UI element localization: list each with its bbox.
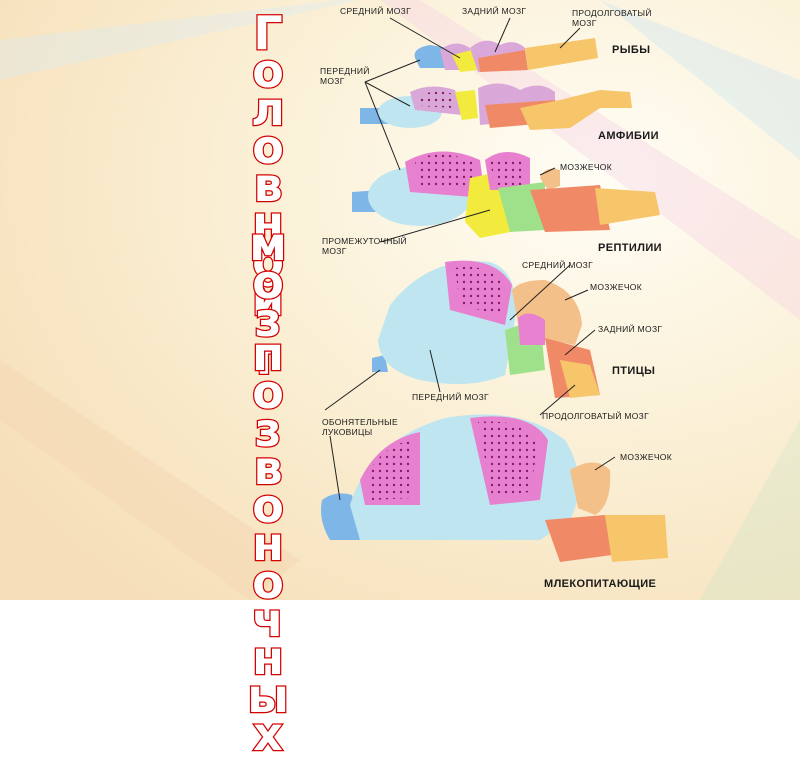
title-letter: ч [251,593,285,647]
class-fish: РЫБЫ [612,44,651,56]
brain-diagram [321,17,668,562]
title-letter: о [251,555,285,609]
label-olfactory-bulbs: ОБОНЯТЕЛЬНЫЕ ЛУКОВИЦЫ [322,417,398,437]
title-letter: в [252,158,284,212]
title-letter: о [251,44,285,98]
title-letter: в [252,441,284,495]
label-midbrain-bird: СРЕДНИЙ МОЗГ [522,260,593,270]
label-diencephalon: ПРОМЕЖУТОЧНЫЙ МОЗГ [322,236,407,256]
label-cerebellum-reptile: МОЗЖЕЧОК [560,162,612,172]
label-hindbrain-top: ЗАДНИЙ МОЗГ [462,6,527,16]
title-letter: н [251,631,285,685]
leader-lines [324,17,616,501]
brain-mammal [321,414,668,562]
title-letter: н [251,196,285,250]
class-amphibians: АМФИБИИ [598,130,659,142]
title-letter: л [250,82,286,136]
label-cerebellum-bird: МОЗЖЕЧОК [590,282,642,292]
title-letter: о [251,255,285,309]
class-birds: ПТИЦЫ [612,365,656,377]
title-letter: й [251,272,286,326]
label-forebrain-top: ПЕРЕДНИЙ МОЗГ [320,66,370,86]
label-hindbrain-bird: ЗАДНИЙ МОЗГ [598,324,663,334]
class-reptiles: РЕПТИЛИИ [598,242,662,254]
title-letter: о [251,479,285,533]
title-letter: о [251,120,285,174]
title-letter: м [248,217,288,271]
title-letter: г [255,331,282,385]
brain-amphibian [360,83,632,130]
title-letter: з [253,293,282,347]
label-cerebellum-mammal: МОЗЖЕЧОК [620,452,672,462]
class-mammals: МЛЕКОПИТАЮЩИЕ [544,578,657,590]
title-letter: п [251,327,285,381]
title-letter: о [251,365,285,419]
label-medulla-top: ПРОДОЛГОВАТЫЙ МОЗГ [572,8,652,28]
label-medulla-bird: ПРОДОЛГОВАТЫЙ МОЗГ [542,411,650,421]
title-letter: ы [246,669,290,723]
title-letter: н [251,517,285,571]
title-letter: о [251,234,285,288]
title-letter: х [252,707,284,761]
label-forebrain-bird: ПЕРЕДНИЙ МОЗГ [412,392,489,402]
brain-fish [414,38,598,72]
title-letter: Г [252,6,284,60]
title-letter: з [253,403,282,457]
brain-bird [372,260,600,398]
brain-reptile [352,151,660,238]
label-midbrain-top: СРЕДНИЙ МОЗГ [340,6,411,16]
